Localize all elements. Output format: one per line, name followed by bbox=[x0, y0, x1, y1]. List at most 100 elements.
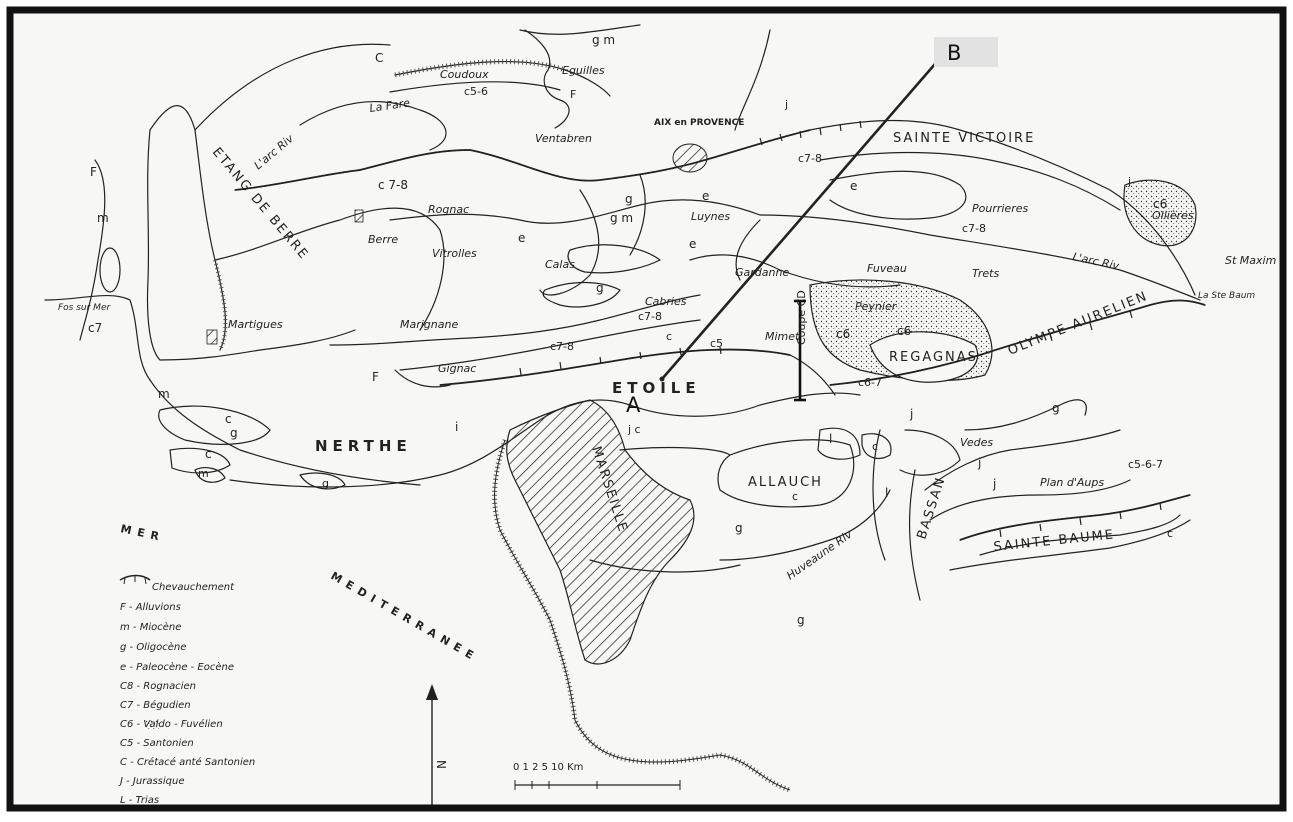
town-calas: Calas bbox=[545, 258, 575, 271]
town-berre: Berre bbox=[368, 233, 398, 246]
scale-ticks: 0 1 2 5 10 Km bbox=[513, 762, 583, 773]
town-la-ste-baume: La Ste Baum bbox=[1198, 291, 1255, 301]
marseille-urban-area bbox=[506, 399, 695, 665]
svg-text:g: g bbox=[797, 613, 805, 627]
svg-text:c5-6-7: c5-6-7 bbox=[1128, 458, 1163, 471]
svg-text:c: c bbox=[792, 490, 798, 503]
cross-section-line bbox=[661, 63, 936, 380]
svg-text:c5-6: c5-6 bbox=[464, 85, 488, 98]
svg-text:F: F bbox=[372, 370, 379, 384]
north-arrow-icon: N bbox=[426, 684, 448, 805]
svg-text:c6: c6 bbox=[1153, 197, 1167, 211]
svg-text:j: j bbox=[909, 407, 913, 421]
town-ventabren: Ventabren bbox=[535, 132, 592, 145]
svg-text:c: c bbox=[1167, 527, 1173, 540]
svg-text:i: i bbox=[455, 420, 458, 434]
region-nerthe: NERTHE bbox=[315, 437, 412, 455]
svg-text:g: g bbox=[625, 192, 633, 206]
svg-text:g: g bbox=[1052, 401, 1060, 415]
svg-text:c: c bbox=[225, 412, 232, 426]
town-vitrolles: Vitrolles bbox=[432, 247, 477, 260]
town-marignane: Marignane bbox=[400, 318, 458, 331]
svg-text:c7-8: c7-8 bbox=[550, 340, 574, 353]
marker-a: A bbox=[626, 393, 641, 417]
town-fuveau: Fuveau bbox=[867, 262, 907, 275]
region-etoile: ETOILE bbox=[612, 379, 701, 397]
map-border bbox=[6, 6, 1287, 812]
svg-text:c: c bbox=[666, 330, 672, 343]
north-label: N bbox=[434, 760, 448, 769]
svg-text:g: g bbox=[322, 477, 329, 490]
legend-item-8: C5 - Santonien bbox=[120, 738, 194, 749]
svg-text:e: e bbox=[518, 231, 525, 245]
town-vedes: Vedes bbox=[960, 436, 993, 449]
svg-text:c6: c6 bbox=[897, 324, 911, 338]
svg-text:l: l bbox=[829, 432, 832, 446]
svg-text:c7-8: c7-8 bbox=[798, 152, 822, 165]
svg-text:j: j bbox=[992, 477, 996, 491]
town-fos: Fos sur Mer bbox=[58, 303, 111, 313]
town-st-maxim: St Maxim bbox=[1225, 254, 1276, 267]
town-trets: Trets bbox=[972, 267, 999, 280]
town-luynes: Luynes bbox=[691, 210, 730, 223]
coupe-cd-label: Coupe CD bbox=[795, 290, 808, 345]
svg-text:g m: g m bbox=[610, 211, 633, 225]
svg-text:c7: c7 bbox=[88, 321, 102, 335]
marker-b: B bbox=[947, 41, 961, 65]
region-regagnas: REGAGNAS bbox=[889, 350, 978, 365]
svg-text:F: F bbox=[570, 88, 576, 101]
thrust-ticks bbox=[519, 120, 1162, 538]
town-rognac: Rognac bbox=[428, 203, 469, 216]
svg-text:j: j bbox=[784, 98, 788, 111]
svg-text:g: g bbox=[735, 521, 743, 535]
svg-text:m: m bbox=[97, 211, 109, 225]
svg-text:m: m bbox=[198, 467, 209, 480]
town-plan-daups: Plan d'Aups bbox=[1040, 476, 1104, 489]
svg-text:j: j bbox=[1127, 175, 1131, 188]
stipple-swatch bbox=[145, 719, 159, 729]
svg-text:g: g bbox=[596, 281, 604, 295]
legend: Chevauchement F - Alluvions m - Miocène … bbox=[118, 574, 255, 806]
legend-item-5: C8 - Rognacien bbox=[120, 681, 196, 692]
svg-text:c6-7: c6-7 bbox=[858, 376, 882, 389]
region-allauch: ALLAUCH bbox=[748, 475, 823, 490]
svg-text:c: c bbox=[872, 440, 878, 453]
svg-text:e: e bbox=[850, 179, 857, 193]
svg-text:j: j bbox=[977, 456, 981, 470]
legend-item-2: m - Miocène bbox=[120, 621, 181, 633]
legend-item-0: Chevauchement bbox=[152, 582, 235, 593]
town-gardanne: Gardanne bbox=[735, 266, 789, 279]
svg-text:c 7-8: c 7-8 bbox=[378, 178, 408, 192]
town-eguilles: Eguilles bbox=[562, 64, 605, 77]
thrust-symbol-icon bbox=[119, 574, 151, 581]
marker-b-box bbox=[934, 37, 998, 67]
svg-text:c7-8: c7-8 bbox=[962, 222, 986, 235]
thrust-lines bbox=[234, 129, 1206, 541]
svg-text:c5: c5 bbox=[710, 337, 723, 350]
svg-text:e: e bbox=[689, 237, 696, 251]
svg-text:g m: g m bbox=[592, 33, 615, 47]
svg-text:g: g bbox=[230, 426, 238, 440]
town-coudoux: Coudoux bbox=[440, 68, 489, 81]
svg-text:c: c bbox=[205, 447, 212, 461]
legend-item-3: g - Oligocène bbox=[120, 641, 186, 653]
legend-item-4: e - Paleocène - Eocène bbox=[120, 661, 234, 673]
aix-urban-area bbox=[672, 143, 708, 173]
svg-text:l: l bbox=[885, 486, 888, 500]
town-martigues: Martigues bbox=[228, 318, 283, 331]
town-peynier: Peynier bbox=[855, 300, 898, 313]
formation-codes: g m C c5-6 F j j c 7-8 c7-8 e c6 c7-8 F … bbox=[88, 33, 1173, 627]
town-pourrieres: Pourrieres bbox=[972, 202, 1028, 215]
town-la-fare: La Fare bbox=[369, 96, 411, 115]
region-sainte-victoire: SAINTE VICTOIRE bbox=[893, 131, 1035, 146]
legend-item-10: J - Jurassique bbox=[118, 776, 184, 787]
svg-text:c6: c6 bbox=[836, 327, 850, 341]
town-gignac: Gignac bbox=[438, 362, 476, 375]
town-mimet: Mimet bbox=[765, 330, 800, 343]
legend-item-1: F - Alluvions bbox=[120, 602, 181, 613]
legend-item-9: C - Crétacé anté Santonien bbox=[120, 756, 255, 768]
svg-text:e: e bbox=[702, 189, 709, 203]
legend-item-11: L - Trias bbox=[120, 795, 159, 806]
